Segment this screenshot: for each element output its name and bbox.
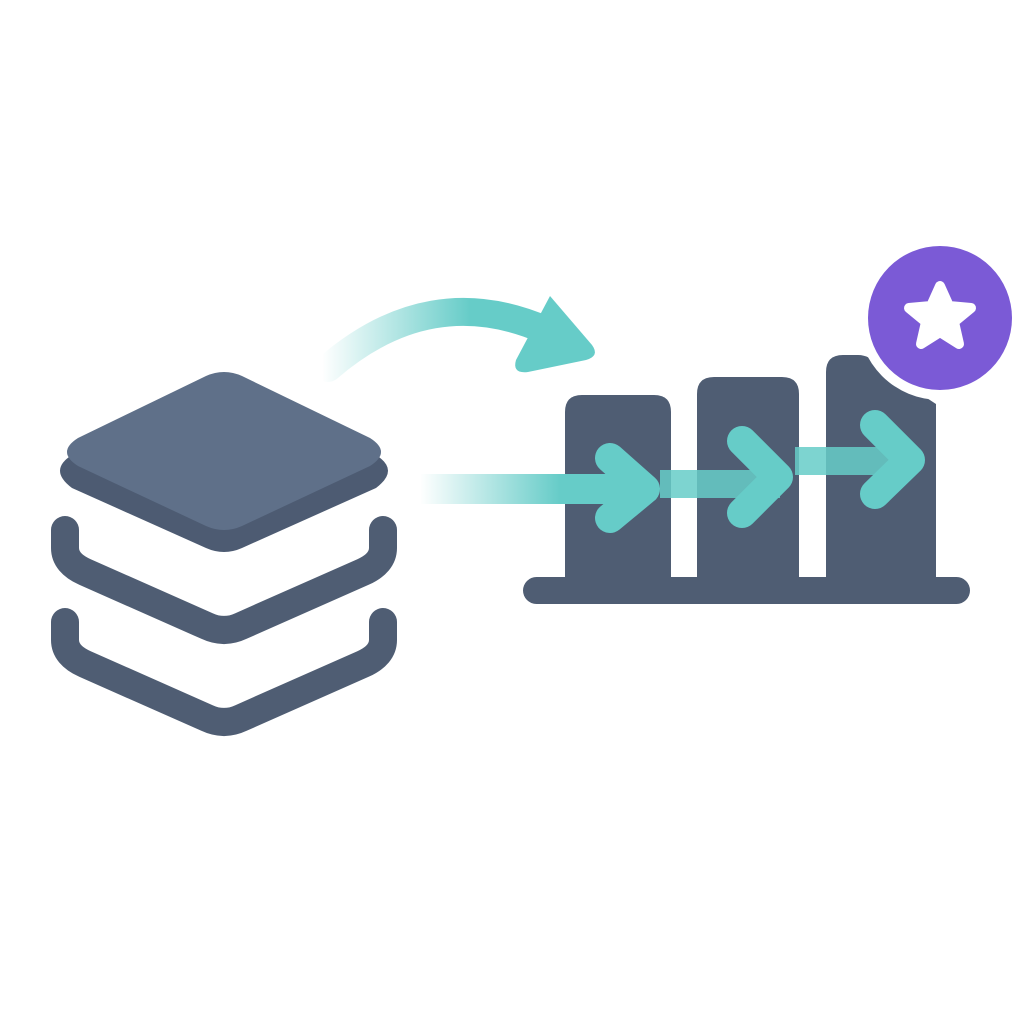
star-badge-icon bbox=[858, 236, 1022, 400]
straight-arrow-icon bbox=[420, 410, 925, 533]
curved-arrow-icon bbox=[314, 296, 595, 382]
star-icon bbox=[904, 281, 976, 349]
stack-layer-bottom bbox=[51, 608, 397, 736]
stack-top-face bbox=[67, 372, 381, 530]
curved-arrow-shaft bbox=[314, 297, 559, 382]
layered-stack-icon bbox=[51, 372, 397, 736]
straight-arrow-head-1 bbox=[595, 443, 660, 533]
bar-baseline bbox=[523, 577, 970, 604]
curved-arrow-head bbox=[515, 296, 595, 373]
bar-columns-icon bbox=[523, 355, 970, 604]
straight-arrow-head-2 bbox=[727, 426, 793, 528]
straight-arrow-fade-tail bbox=[420, 474, 580, 504]
stack-layer-middle bbox=[51, 516, 397, 644]
straight-arrow-head-3 bbox=[860, 410, 925, 509]
